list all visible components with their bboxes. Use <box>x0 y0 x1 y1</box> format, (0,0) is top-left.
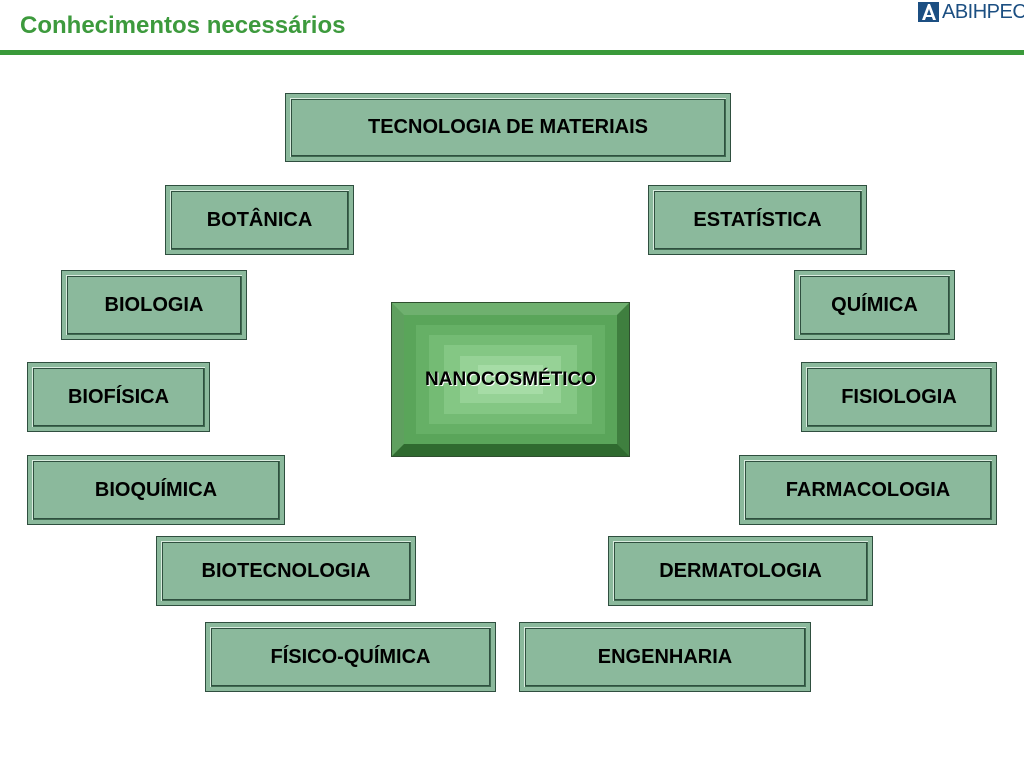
node-fisico-quimica: FÍSICO-QUÍMICA <box>205 622 496 692</box>
node-botanica: BOTÂNICA <box>165 185 354 255</box>
center-label: NANOCOSMÉTICO <box>425 368 596 390</box>
logo-text: ABIHPEC <box>942 0 1024 23</box>
slide-title: Conhecimentos necessários <box>20 12 346 39</box>
node-label: QUÍMICA <box>831 293 918 316</box>
node-label: DERMATOLOGIA <box>659 559 822 582</box>
abihpec-logo-icon <box>918 2 939 22</box>
node-nanocosmetico: NANOCOSMÉTICO <box>391 302 630 457</box>
node-label: BIOLOGIA <box>104 293 204 316</box>
node-tecnologia-de-materiais: TECNOLOGIA DE MATERIAIS <box>285 93 731 162</box>
node-biologia: BIOLOGIA <box>61 270 247 340</box>
node-dermatologia: DERMATOLOGIA <box>608 536 873 606</box>
node-label: BOTÂNICA <box>206 208 313 231</box>
center-bevel <box>392 303 629 456</box>
node-label: BIOTECNOLOGIA <box>201 559 371 582</box>
center-layer <box>478 365 543 394</box>
node-label: FÍSICO-QUÍMICA <box>270 645 431 668</box>
node-quimica: QUÍMICA <box>794 270 955 340</box>
node-biofisica: BIOFÍSICA <box>27 362 210 432</box>
node-fisiologia: FISIOLOGIA <box>801 362 997 432</box>
node-label: TECNOLOGIA DE MATERIAIS <box>368 116 648 138</box>
node-label: ENGENHARIA <box>597 645 733 668</box>
node-label: FARMACOLOGIA <box>785 478 951 501</box>
title-divider <box>0 50 1024 55</box>
node-estatistica: ESTATÍSTICA <box>648 185 867 255</box>
abihpec-logo: ABIHPEC <box>918 0 1024 24</box>
node-biotecnologia: BIOTECNOLOGIA <box>156 536 416 606</box>
node-label: BIOFÍSICA <box>67 385 170 408</box>
node-bioquimica: BIOQUÍMICA <box>27 455 285 525</box>
node-label: FISIOLOGIA <box>841 385 957 408</box>
node-label: BIOQUÍMICA <box>94 478 218 501</box>
node-label: ESTATÍSTICA <box>693 208 822 231</box>
node-engenharia: ENGENHARIA <box>519 622 811 692</box>
node-farmacologia: FARMACOLOGIA <box>739 455 997 525</box>
